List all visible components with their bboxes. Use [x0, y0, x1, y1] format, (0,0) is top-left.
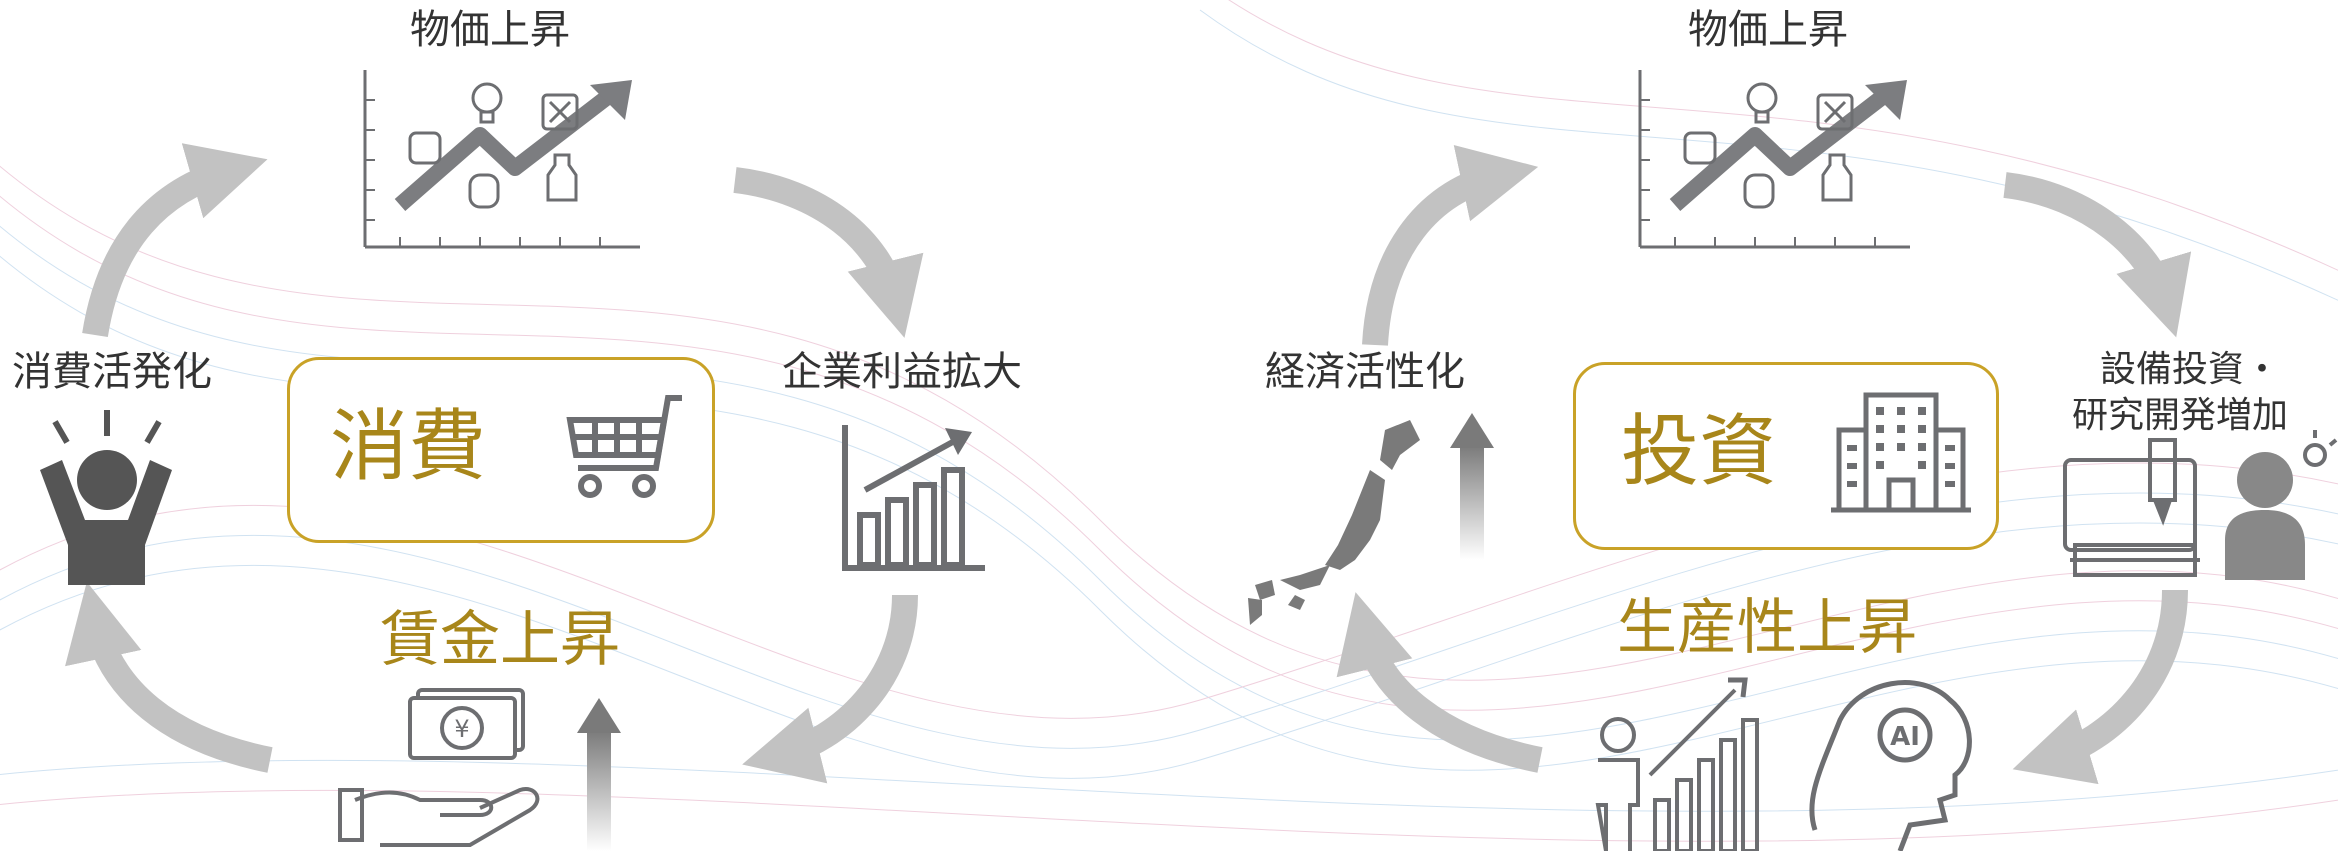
arrow-right-to-bottom — [2012, 589, 2188, 785]
svg-text:¥: ¥ — [454, 715, 469, 743]
arrow-right-to-bottom — [742, 594, 918, 784]
productivity-growth-icon — [1595, 677, 1759, 851]
right-right-label-line1: 設備投資・ — [2100, 349, 2281, 390]
ai-head-icon: AI — [1809, 680, 1972, 851]
left-bottom-label: 賃金上昇 — [380, 605, 620, 675]
price-rise-chart-icon-left — [363, 70, 640, 249]
left-cycle-arrows — [65, 143, 924, 784]
arrow-top-to-right — [2003, 172, 2192, 338]
arrow-left-to-top — [1362, 145, 1539, 346]
consumption-box: 消費 — [287, 357, 715, 543]
left-top-label: 物価上昇 — [410, 7, 570, 53]
japan-map-icon — [1248, 420, 1420, 625]
wage-up-arrow-icon — [577, 698, 621, 851]
svg-text:AI: AI — [1890, 722, 1920, 752]
right-top-label: 物価上昇 — [1688, 7, 1848, 53]
investment-title: 投資 — [1621, 407, 1778, 497]
right-cycle-arrows — [1336, 145, 2192, 785]
right-right-label-line2: 研究開発増加 — [2072, 395, 2289, 436]
money-hand-icon: ¥ — [338, 688, 540, 847]
right-left-label: 経済活性化 — [1265, 349, 1465, 395]
office-building-icon — [1831, 392, 1971, 513]
shopping-cart-icon — [566, 395, 682, 498]
left-right-label: 企業利益拡大 — [782, 349, 1022, 395]
cheering-person-icon — [40, 410, 172, 585]
right-bottom-label: 生産性上昇 — [1617, 593, 1917, 663]
economy-up-arrow-icon — [1450, 413, 1494, 560]
arrow-bottom-to-left — [65, 581, 273, 773]
consumption-title: 消費 — [330, 402, 487, 492]
profit-growth-chart-icon — [842, 425, 985, 571]
arrow-left-to-top — [82, 143, 268, 338]
arrow-bottom-to-left — [1336, 592, 1543, 773]
left-left-label: 消費活発化 — [12, 349, 212, 395]
investment-box: 投資 — [1573, 362, 1999, 550]
price-rise-chart-icon-right — [1638, 70, 1910, 249]
machine-and-engineer-icon — [2063, 430, 2338, 580]
arrow-top-to-right — [733, 167, 924, 338]
